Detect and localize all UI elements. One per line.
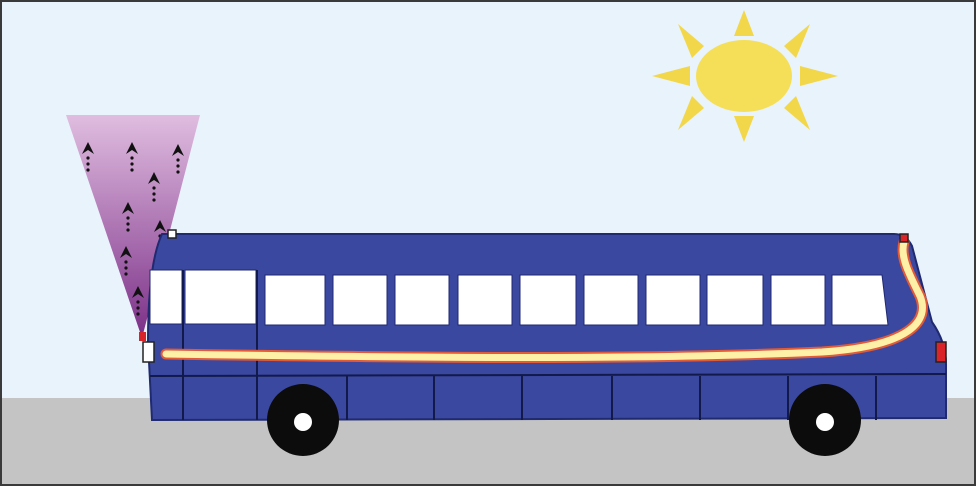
headlight (143, 342, 154, 362)
rear-marker-light (900, 234, 908, 242)
rear-window (832, 275, 888, 325)
window (333, 275, 387, 325)
front-marker-light (168, 230, 176, 238)
window (265, 275, 325, 325)
window (520, 275, 576, 325)
window (458, 275, 512, 325)
windshield (150, 270, 182, 324)
sun-disc (696, 40, 792, 112)
window (646, 275, 700, 325)
tail-light (936, 342, 946, 362)
front-wheel (267, 384, 339, 456)
window (584, 275, 638, 325)
window (395, 275, 449, 325)
wheel-hub (816, 413, 834, 431)
door-window (185, 270, 256, 324)
rear-wheel (789, 384, 861, 456)
front-corner-light (139, 332, 146, 341)
window (707, 275, 763, 325)
wheel-hub (294, 413, 312, 431)
window (771, 275, 825, 325)
